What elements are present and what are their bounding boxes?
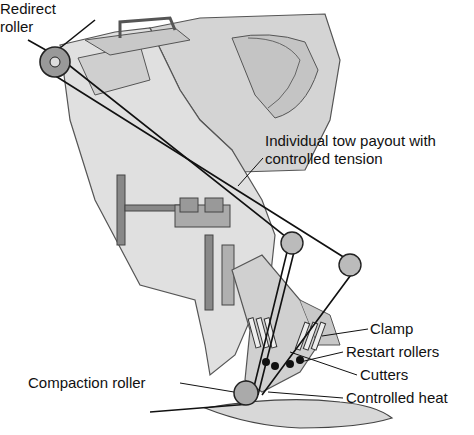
- tow-path: [28, 20, 356, 395]
- part-label: Redirect roller: [0, 0, 70, 36]
- top-bracket: [85, 28, 190, 55]
- frame-post: [117, 175, 125, 245]
- part-label: Compaction roller: [28, 374, 178, 392]
- housing-detail: [248, 38, 300, 108]
- cutter-blades: [248, 318, 325, 350]
- frame-post: [205, 235, 213, 310]
- part-label: Restart rollers: [346, 343, 474, 361]
- leader-lines: [180, 158, 368, 398]
- head-body: [60, 28, 275, 375]
- part-label: Individual tow payout with controlled te…: [265, 132, 470, 168]
- compaction-roller: [234, 381, 258, 405]
- laid-tow: [150, 404, 250, 412]
- guide-roller: [339, 254, 361, 276]
- delivery-nose: [232, 255, 318, 392]
- part-label: Clamp: [370, 320, 470, 338]
- housing-curve: [232, 35, 318, 118]
- roller-hub: [50, 57, 60, 67]
- guide-roller: [281, 232, 303, 254]
- tensioner-motor: [180, 198, 198, 212]
- tensioner-motor: [205, 198, 223, 212]
- part-label: Cutters: [360, 366, 470, 384]
- guide-column: [222, 245, 234, 305]
- redirect-roller: [40, 47, 70, 77]
- bracket-arm: [120, 18, 175, 38]
- part-label: Controlled heat: [346, 389, 474, 407]
